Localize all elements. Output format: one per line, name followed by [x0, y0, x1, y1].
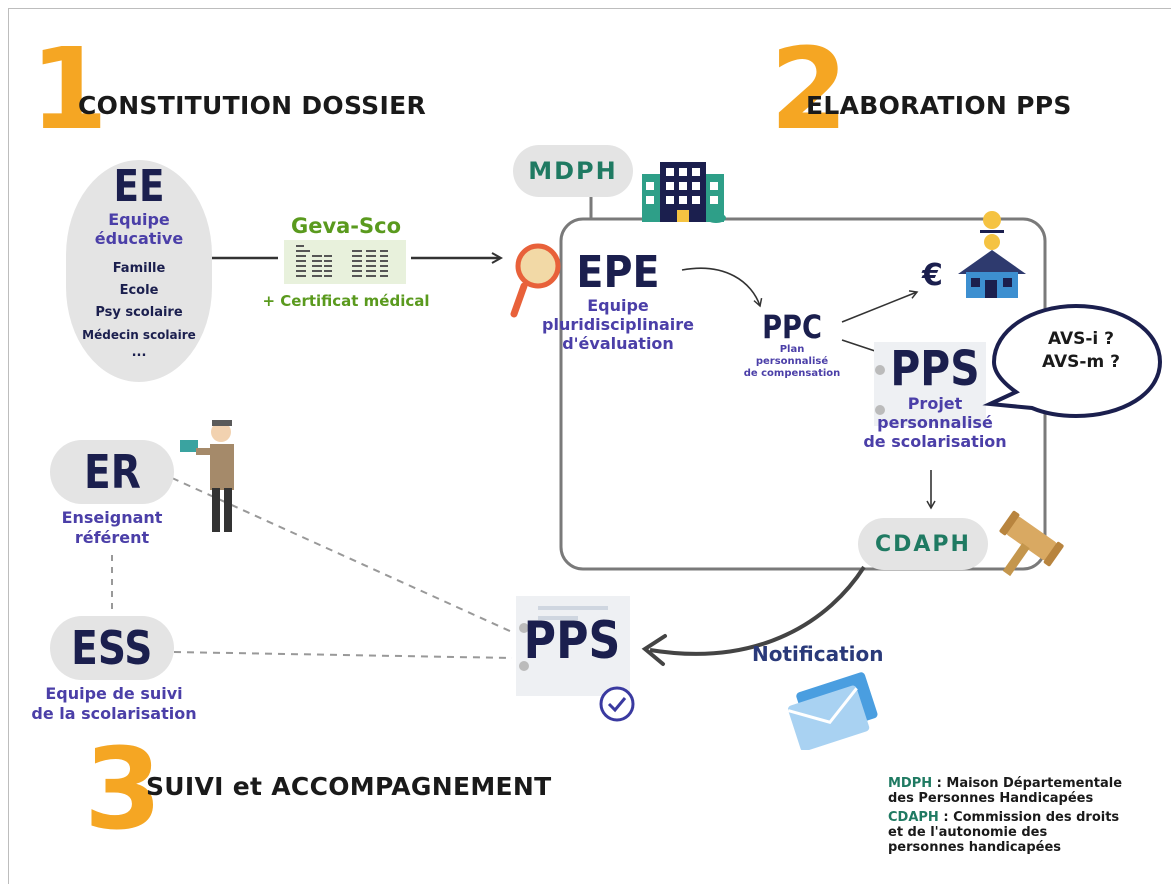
ppc-line1: Plan: [779, 344, 805, 355]
legend-mdph-key: MDPH: [888, 776, 933, 791]
gavel-icon: [999, 510, 1064, 577]
ee-member: Famille: [112, 261, 166, 276]
pps-doc-icon: [516, 596, 630, 696]
mdph-pill: MDPH: [513, 145, 633, 197]
section-2-title: ELABORATION PPS: [806, 91, 1072, 120]
teacher-figure-icon: [180, 420, 234, 532]
euro-sign: €: [922, 258, 943, 293]
legend-cdaph-text2: et de l'autonomie des: [888, 825, 1048, 840]
ppc-to-pps-line: [841, 339, 879, 353]
ess-line2: de la scolarisation: [31, 704, 197, 723]
epe-line2: pluridisciplinaire: [542, 315, 694, 334]
er-abbr: ER: [83, 445, 141, 499]
ee-member: Psy scolaire: [95, 305, 183, 320]
er-pill: ER: [50, 440, 174, 504]
section-3-number: 3: [84, 725, 162, 855]
ee-member: Ecole: [119, 283, 159, 298]
section-3-title: SUIVI et ACCOMPAGNEMENT: [146, 772, 552, 801]
pps-main-abbr: PPS: [890, 341, 980, 397]
legend-mdph: MDPH : Maison Départementale: [888, 776, 1171, 791]
ess-label: Equipe de suivi de la scolarisation: [14, 684, 214, 724]
building-icon: [642, 162, 726, 223]
pps-doc-abbr: PPS: [523, 611, 621, 671]
notification-label: Notification: [752, 642, 884, 666]
legend-cdaph-text1: : Commission des droits: [938, 810, 1120, 825]
geva-sco-title: Geva-Sco: [290, 214, 402, 238]
er-to-pps-dashed: [171, 477, 513, 633]
epe-line3: d'évaluation: [562, 334, 674, 353]
legend-mdph-text2: des Personnes Handicapées: [888, 791, 1094, 806]
bubble-line1: AVS-i ?: [1047, 329, 1115, 349]
er-line1: Enseignant: [61, 508, 163, 527]
section-2-number: 2: [770, 25, 848, 155]
ess-pill: ESS: [50, 616, 174, 680]
ee-group: EE Equipe éducative Famille Ecole Psy sc…: [66, 164, 212, 360]
ppc-group: PPC Plan personnalisé de compensation: [722, 310, 862, 380]
checkmark-icon: [599, 686, 635, 722]
ppc-abbr: PPC: [762, 308, 822, 346]
cdaph-to-pps-curve: [649, 565, 866, 656]
epe-to-ppc-arrow: [681, 267, 763, 308]
legend-mdph-text1: : Maison Départementale: [932, 776, 1123, 791]
legend: MDPH : Maison Départementale des Personn…: [888, 776, 1171, 855]
legend-cdaph-text3: personnes handicapées: [888, 840, 1061, 855]
geva-caption: + Certificat médical: [262, 292, 430, 310]
section-1-number: 1: [30, 25, 108, 155]
ppc-line3: de compensation: [743, 368, 841, 379]
pps-main-line2: personnalisé: [877, 413, 993, 432]
ppc-line2: personnalisé: [755, 356, 829, 367]
ee-member: Médecin scolaire: [82, 328, 196, 342]
section-1-title: CONSTITUTION DOSSIER: [78, 91, 426, 120]
pps-doc-group: PPS: [510, 614, 634, 668]
pps-main-group: PPS Projet personnalisé de scolarisation: [850, 344, 1020, 451]
envelope-icon: [787, 672, 878, 750]
legend-cdaph: CDAPH : Commission des droits: [888, 810, 1171, 825]
ess-abbr: ESS: [71, 621, 153, 675]
er-line2: référent: [74, 528, 150, 547]
bubble-line2: AVS-m ?: [1042, 352, 1120, 372]
house-icon: [958, 211, 1026, 298]
epe-line1: Equipe: [587, 296, 649, 315]
pps-document-icon: [874, 342, 986, 426]
legend-cdaph-key: CDAPH: [888, 810, 939, 825]
cdaph-pill: CDAPH: [858, 518, 988, 570]
magnifier-icon: [510, 243, 561, 318]
ee-abbr: EE: [113, 161, 165, 212]
er-label: Enseignant référent: [30, 508, 194, 548]
pps-main-line3: de scolarisation: [863, 432, 1007, 451]
ess-to-pps-dashed: [173, 651, 513, 659]
ppc-to-euro-arrow: [841, 290, 919, 323]
diagram-frame: [8, 8, 1171, 884]
ee-pill: [66, 160, 212, 382]
ee-member: ...: [131, 345, 147, 360]
bubble-text: AVS-i ? AVS-m ?: [1010, 328, 1152, 374]
geva-form-icon: [284, 240, 406, 284]
epe-group: EPE Equipe pluridisciplinaire d'évaluati…: [538, 247, 698, 354]
ess-line1: Equipe de suivi: [45, 684, 183, 703]
speech-bubble: [982, 303, 1163, 419]
pps-main-line1: Projet: [907, 394, 963, 413]
ee-name-line2: éducative: [94, 229, 184, 248]
epe-abbr: EPE: [576, 247, 660, 298]
ee-name-line1: Equipe: [108, 210, 170, 229]
